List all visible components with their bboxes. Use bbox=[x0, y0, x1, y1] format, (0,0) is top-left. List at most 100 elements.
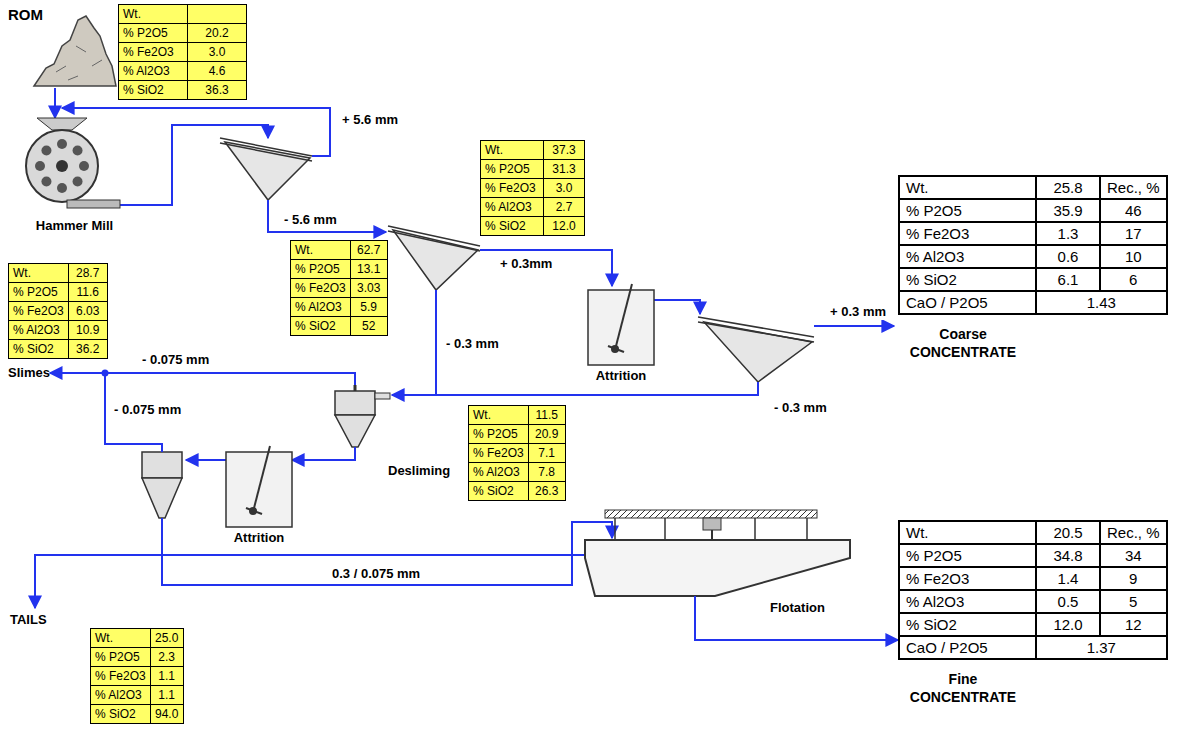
table-value: 36.2 bbox=[69, 340, 107, 358]
table-grid: Wt.37.3% P2O531.3% Fe2O33.0% Al2O32.7% S… bbox=[480, 140, 585, 236]
table-value: 46 bbox=[1101, 200, 1166, 221]
cyclone-inlet bbox=[375, 393, 390, 399]
product-heading: TAILS bbox=[10, 608, 184, 628]
table-value: 20.2 bbox=[188, 24, 246, 42]
row-label: % Al2O3 bbox=[469, 463, 528, 481]
table-value: 13.1 bbox=[351, 260, 387, 278]
table-value: 6.1 bbox=[1037, 269, 1099, 290]
row-label: % Fe2O3 bbox=[291, 279, 350, 297]
mill-hammer bbox=[57, 183, 67, 193]
table-value: 25.0 bbox=[151, 629, 183, 647]
product-heading: Coarse CONCENTRATE bbox=[898, 325, 1028, 361]
underflow-line bbox=[328, 447, 355, 460]
table-value: 36.3 bbox=[188, 81, 246, 99]
row-label: % P2O5 bbox=[119, 24, 187, 42]
screen-deck bbox=[388, 226, 480, 246]
cyclone-cone bbox=[335, 415, 375, 447]
unit-label: Flotation bbox=[770, 600, 825, 616]
row-label: Wt. bbox=[469, 406, 528, 424]
mill-hammer bbox=[41, 177, 51, 187]
flow-connector bbox=[35, 555, 585, 608]
table-value: 1.1 bbox=[151, 686, 183, 704]
stream-size-label: 0.3 / 0.075 mm bbox=[330, 566, 422, 582]
table-value: 1.43 bbox=[1037, 292, 1166, 313]
row-label: CaO / P2O5 bbox=[900, 292, 1035, 313]
flow-connector bbox=[50, 373, 355, 385]
row-label: % P2O5 bbox=[481, 160, 543, 178]
cyclone-symbol bbox=[142, 452, 182, 518]
table-grid: Wt.25.0% P2O52.3% Fe2O31.1% Al2O31.1% Si… bbox=[90, 628, 184, 724]
unit-label: ROM bbox=[8, 6, 43, 24]
unit-label: Attrition bbox=[588, 368, 654, 384]
ore-pile bbox=[34, 16, 116, 86]
table-value: 34 bbox=[1101, 545, 1166, 566]
assay-table: Wt.11.5% P2O520.9% Fe2O37.1% Al2O37.8% S… bbox=[468, 405, 566, 501]
row-label: % P2O5 bbox=[9, 283, 68, 301]
cyclone-symbol bbox=[142, 452, 182, 478]
screen-deck bbox=[393, 230, 478, 290]
assay-table: Wt.28.7% P2O511.6% Fe2O36.03% Al2O310.9%… bbox=[8, 263, 108, 359]
table-value: 20.9 bbox=[529, 425, 565, 443]
table-value: 6 bbox=[1101, 269, 1166, 290]
table-value: 9 bbox=[1101, 568, 1166, 589]
table-value: 37.3 bbox=[544, 141, 584, 159]
flow-line bbox=[268, 200, 386, 232]
table-value: 1.37 bbox=[1037, 637, 1166, 658]
concentrate-table: Wt.25.8Rec., %% P2O535.946% Fe2O31.317% … bbox=[898, 175, 1168, 361]
table-value: 28.7 bbox=[69, 264, 107, 282]
frame-leg bbox=[806, 518, 808, 540]
flow-line bbox=[186, 459, 226, 461]
agitator-shaft bbox=[616, 284, 632, 346]
row-label: % SiO2 bbox=[900, 614, 1035, 635]
stream-size-label: - 0.3 mm bbox=[772, 400, 829, 416]
agitator-paddle bbox=[246, 508, 262, 514]
row-label: % P2O5 bbox=[469, 425, 528, 443]
table-value: 31.3 bbox=[544, 160, 584, 178]
table-value: 3.03 bbox=[351, 279, 387, 297]
concentrate-table: Wt.20.5Rec., %% P2O534.834% Fe2O31.49% A… bbox=[898, 520, 1168, 706]
row-label: % Fe2O3 bbox=[900, 223, 1035, 244]
row-label: Wt. bbox=[900, 177, 1035, 198]
screen-deck bbox=[704, 322, 812, 382]
table-value: 10.9 bbox=[69, 321, 107, 339]
agitator-paddle bbox=[608, 346, 624, 352]
mill-hub bbox=[56, 160, 68, 172]
rock-mark bbox=[92, 60, 102, 66]
flow-line bbox=[62, 108, 894, 585]
row-label: % Fe2O3 bbox=[91, 667, 150, 685]
product-name: Slimes bbox=[8, 364, 50, 382]
table-value: 25.8 bbox=[1037, 177, 1099, 198]
flow-line bbox=[480, 250, 612, 286]
table-value: 20.5 bbox=[1037, 522, 1099, 543]
row-label: % SiO2 bbox=[91, 705, 150, 723]
table-value: 3.0 bbox=[188, 43, 246, 61]
agitator-hub bbox=[249, 507, 257, 515]
table-value: 11.5 bbox=[529, 406, 565, 424]
row-label: Wt. bbox=[9, 264, 68, 282]
row-label: % Al2O3 bbox=[9, 321, 68, 339]
row-label: % SiO2 bbox=[469, 482, 528, 500]
cyclone-barrel bbox=[335, 391, 375, 415]
desliming-cyclone: Desliming bbox=[328, 385, 468, 485]
table-value: 6.03 bbox=[69, 302, 107, 320]
table-value: 1.4 bbox=[1037, 568, 1099, 589]
table-value: 35.9 bbox=[1037, 200, 1099, 221]
flow-connector bbox=[695, 622, 898, 640]
assay-table: Wt.37.3% P2O531.3% Fe2O33.0% Al2O32.7% S… bbox=[480, 140, 585, 236]
attrition-cell: Attrition bbox=[588, 290, 654, 386]
tails-table: TAILSWt.25.0% P2O52.3% Fe2O31.1% Al2O31.… bbox=[10, 608, 184, 724]
table-value: 7.1 bbox=[529, 444, 565, 462]
row-label: Wt. bbox=[91, 629, 150, 647]
table-value: 7.8 bbox=[529, 463, 565, 481]
row-label: % P2O5 bbox=[900, 200, 1035, 221]
mill-hammer bbox=[41, 145, 51, 155]
table-value: 26.3 bbox=[529, 482, 565, 500]
table-value: 1.3 bbox=[1037, 223, 1099, 244]
table-value: Rec., % bbox=[1101, 522, 1166, 543]
row-label: CaO / P2O5 bbox=[900, 637, 1035, 658]
underflow-line bbox=[694, 596, 696, 622]
row-label: % Al2O3 bbox=[291, 298, 350, 316]
row-label: % Al2O3 bbox=[91, 686, 150, 704]
frame-leg bbox=[754, 518, 756, 540]
table-value: 5 bbox=[1101, 591, 1166, 612]
